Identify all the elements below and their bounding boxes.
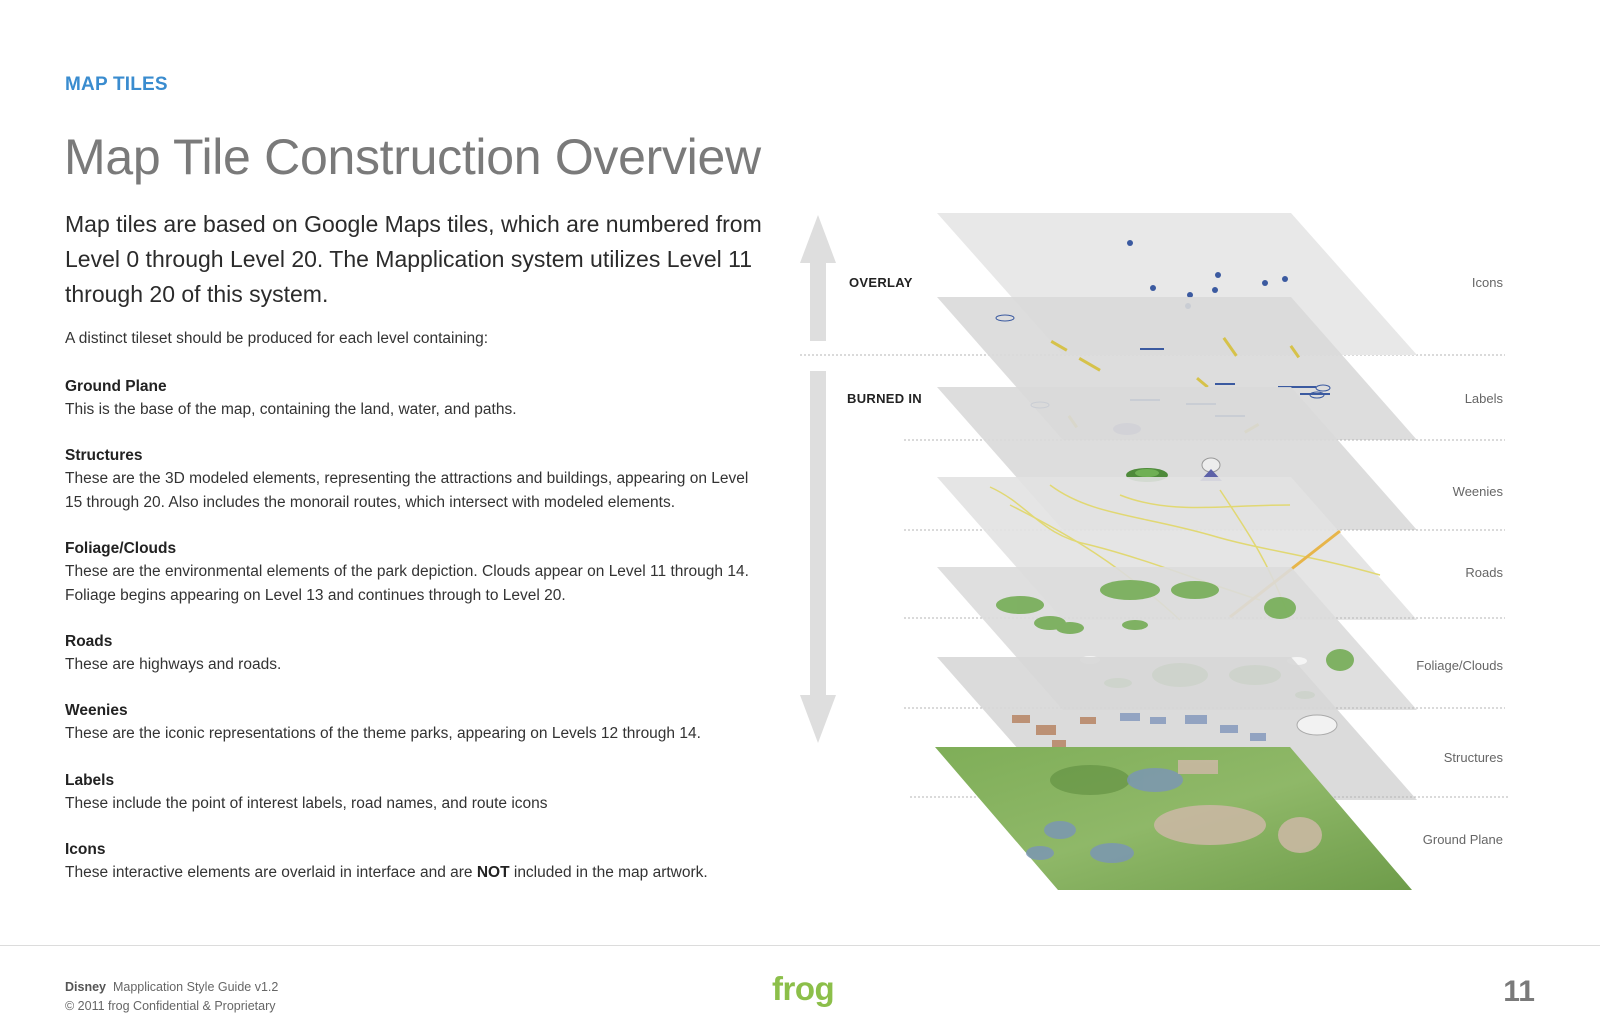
item-weenies: Weenies These are the iconic representat… [65,700,765,746]
footer-info: Disney Mapplication Style Guide v1.2 © 2… [65,978,278,1016]
section-label: MAP TILES [65,74,168,95]
page-number: 11 [1503,975,1535,1008]
item-text-strong: NOT [476,864,510,881]
item-title: Structures [65,447,143,464]
item-title: Ground Plane [65,378,167,395]
footer-copyright: © 2011 frog Confidential & Proprietary [65,999,276,1013]
item-text: These are the environmental elements of … [65,563,749,604]
burned-in-label: BURNED IN [847,391,922,406]
item-foliage-clouds: Foliage/Clouds These are the environment… [65,538,765,608]
footer-client: Disney [65,980,106,994]
item-icons: Icons These interactive elements are ove… [65,839,765,885]
item-roads: Roads These are highways and roads. [65,631,765,677]
layer-label-ground-plane: Ground Plane [1422,832,1503,847]
item-title: Roads [65,633,113,650]
footer-doc-line: Disney Mapplication Style Guide v1.2 [65,978,278,997]
page-title: Map Tile Construction Overview [64,129,761,185]
footer-divider [0,945,1600,946]
frog-logo: frog [772,970,835,1007]
item-title: Foliage/Clouds [65,540,177,557]
lead-text: A distinct tileset should be produced fo… [65,330,489,347]
item-text-before: These interactive elements are overlaid … [65,864,477,881]
layer-ground-plane [935,747,1412,890]
overlay-arrow [800,215,836,341]
item-title: Icons [65,841,106,858]
item-text: These interactive elements are overlaid … [65,861,765,885]
item-text: These are highways and roads. [65,656,282,673]
item-text: These are the 3D modeled elements, repre… [65,470,749,511]
item-ground-plane: Ground Plane This is the base of the map… [65,376,765,422]
item-labels: Labels These include the point of intere… [65,770,765,816]
layer-label-labels: Labels [1464,391,1503,406]
footer-doc-title: Mapplication Style Guide v1.2 [112,980,279,994]
layer-label-structures: Structures [1443,750,1503,765]
layer-label-icons: Icons [1471,275,1503,290]
item-structures: Structures These are the 3D modeled elem… [65,445,765,515]
burned-in-arrow [800,371,836,743]
layer-stack-svg [800,213,1510,890]
item-text: These include the point of interest labe… [65,795,548,812]
layer-label-roads: Roads [1465,565,1503,580]
item-text-after: included in the map artwork. [509,864,708,881]
overlay-label: OVERLAY [849,275,913,290]
intro-paragraph: Map tiles are based on Google Maps tiles… [65,211,762,307]
item-text: This is the base of the map, containing … [65,401,517,418]
item-text: These are the iconic representations of … [65,725,701,742]
layer-label-foliage-clouds: Foliage/Clouds [1416,658,1503,673]
layer-stack-diagram: OVERLAY BURNED IN Icons Labels Weenies R… [790,205,1530,905]
item-title: Labels [65,772,115,789]
layer-label-weenies: Weenies [1452,484,1503,499]
item-title: Weenies [65,702,128,719]
